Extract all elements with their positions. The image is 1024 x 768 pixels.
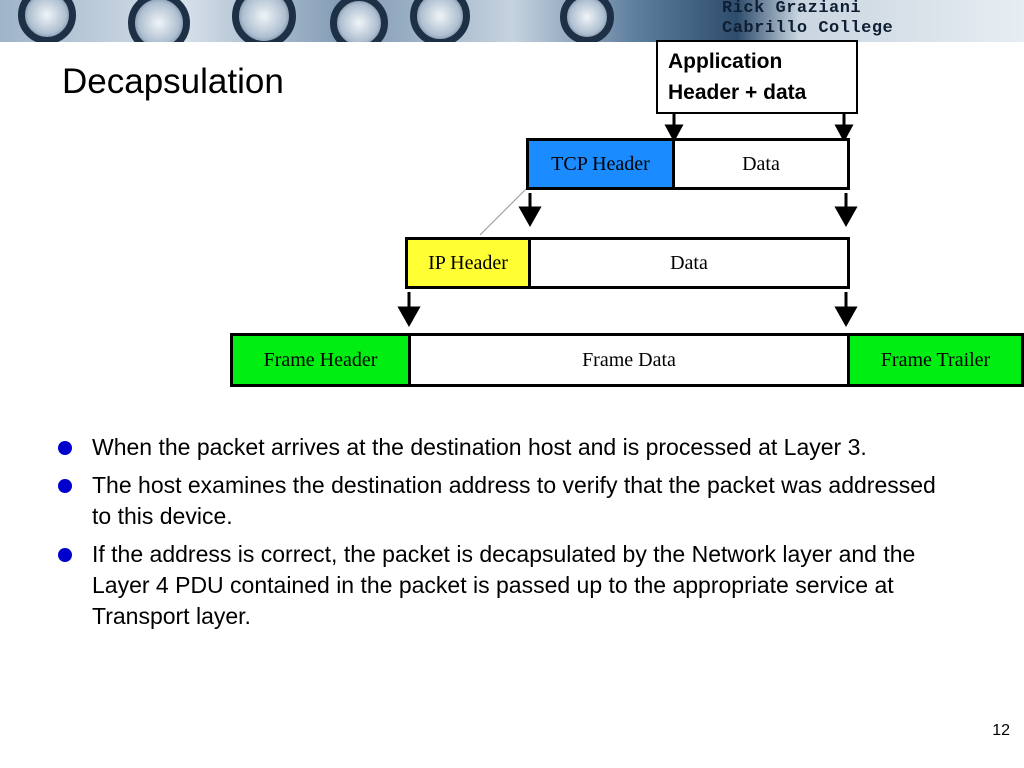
banner-decoration xyxy=(560,0,614,42)
page-title: Decapsulation xyxy=(62,62,284,101)
banner-decoration xyxy=(410,0,470,42)
page-number: 12 xyxy=(992,722,1010,739)
arrow-to-tcp-left xyxy=(518,193,542,228)
bullet-text: The host examines the destination addres… xyxy=(92,472,936,529)
tcp-header-cell: TCP Header xyxy=(526,138,675,190)
bullet-dot-icon xyxy=(58,441,72,455)
banner-decoration xyxy=(330,0,388,42)
ip-data-cell: Data xyxy=(528,237,850,289)
bullet-item: When the packet arrives at the destinati… xyxy=(58,432,958,463)
bullet-dot-icon xyxy=(58,548,72,562)
author-credit: Rick Graziani Cabrillo College xyxy=(722,0,1022,39)
arrow-to-app-right xyxy=(834,114,854,143)
bullet-item: The host examines the destination addres… xyxy=(58,470,958,532)
banner-decoration xyxy=(232,0,296,42)
tcp-data-cell: Data xyxy=(672,138,850,190)
frame-trailer-cell: Frame Trailer xyxy=(847,333,1024,387)
app-box-line2: Header + data xyxy=(668,81,807,104)
ip-header-cell: IP Header xyxy=(405,237,531,289)
bullet-dot-icon xyxy=(58,479,72,493)
author-college: Cabrillo College xyxy=(722,19,894,38)
author-name: Rick Graziani xyxy=(722,0,862,18)
bullet-list: When the packet arrives at the destinati… xyxy=(58,432,958,639)
arrow-to-ip-right xyxy=(834,292,858,328)
header-banner: Rick Graziani Cabrillo College xyxy=(0,0,1024,42)
app-box-line1: Application xyxy=(668,50,783,73)
frame-data-cell: Frame Data xyxy=(408,333,850,387)
arrow-to-ip-left xyxy=(397,292,421,328)
banner-decoration xyxy=(18,0,76,42)
bullet-text: If the address is correct, the packet is… xyxy=(92,541,916,629)
frame-header-cell: Frame Header xyxy=(230,333,411,387)
bullet-item: If the address is correct, the packet is… xyxy=(58,539,958,632)
bullet-text: When the packet arrives at the destinati… xyxy=(92,434,867,460)
banner-decoration xyxy=(128,0,190,42)
arrow-to-tcp-right xyxy=(834,193,858,228)
arrow-to-app-left xyxy=(664,114,684,143)
application-header-box: Application Header + data xyxy=(656,40,858,114)
connector-line xyxy=(479,187,528,236)
